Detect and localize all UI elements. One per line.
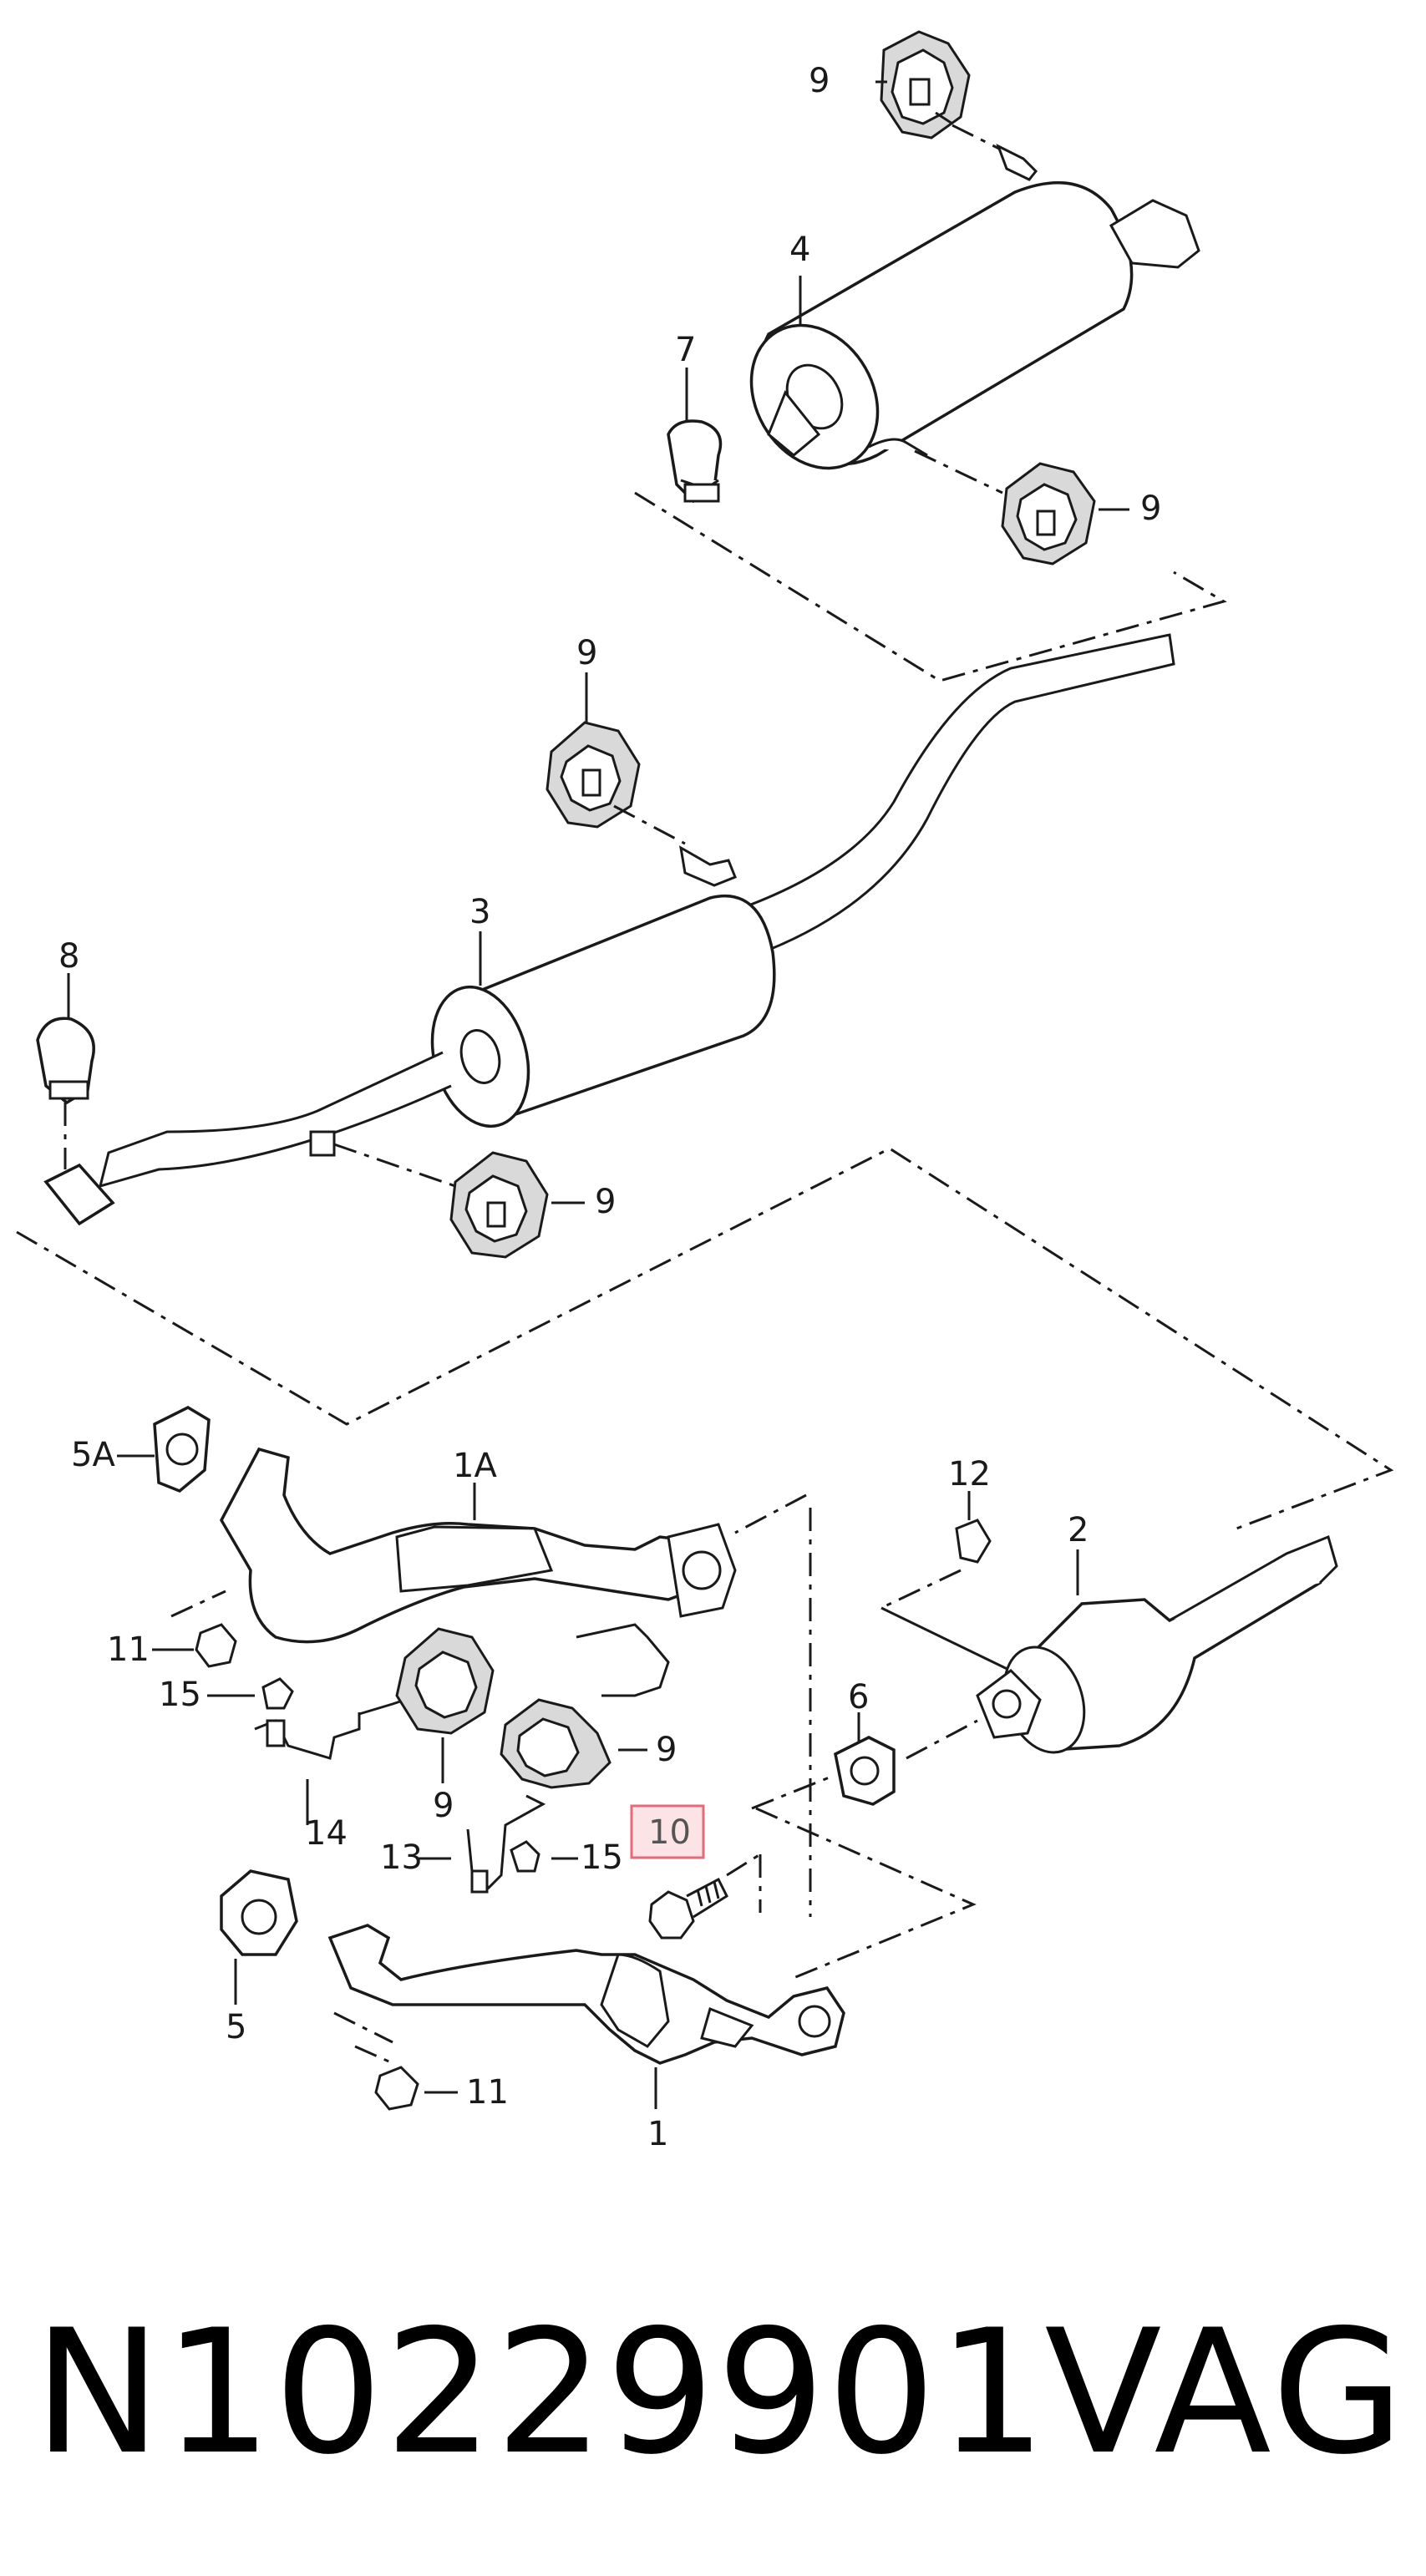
mounting-rubber-front-b — [500, 1698, 612, 1789]
clamp-rear — [667, 419, 723, 504]
gasket-5a — [153, 1406, 211, 1493]
exhaust-system-exploded-diagram: 9 4 7 9 9 3 8 9 5A 1A 12 2 11 15 9 9 6 1… — [16, 30, 1394, 2153]
clamp-middle — [36, 1017, 95, 1105]
nut-11-left — [195, 1623, 237, 1668]
part-caption: N10229901 VAG — [0, 2289, 1426, 2497]
nut-11-bottom — [374, 2066, 419, 2111]
callout-9-top: 9 — [809, 62, 830, 100]
rear-silencer — [749, 181, 1200, 470]
callout-9-mid: 9 — [576, 634, 597, 672]
bracket-14 — [254, 1712, 361, 1760]
callout-11-left: 11 — [107, 1630, 150, 1669]
callout-9-front-b: 9 — [656, 1731, 677, 1769]
gasket-6 — [834, 1736, 896, 1806]
brand-name: VAG — [1044, 2294, 1408, 2492]
rear-silencer-group — [634, 30, 1227, 682]
gasket-5 — [220, 1869, 298, 1956]
callout-2: 2 — [1068, 1511, 1089, 1549]
callout-12: 12 — [948, 1455, 991, 1493]
mounting-rubber-center — [449, 1151, 549, 1259]
callout-5: 5 — [226, 2008, 246, 2046]
callout-9-front-a: 9 — [433, 1787, 454, 1825]
callout-9-rear: 9 — [1140, 489, 1161, 528]
callout-4: 4 — [789, 231, 810, 269]
callout-3: 3 — [469, 893, 490, 931]
bracket-13 — [466, 1794, 546, 1894]
callout-1: 1 — [647, 2115, 668, 2153]
callout-7: 7 — [675, 331, 696, 369]
callout-6: 6 — [848, 1678, 869, 1716]
callout-13: 13 — [380, 1838, 423, 1877]
callout-8: 8 — [58, 937, 79, 976]
nut-15-right — [510, 1840, 540, 1873]
callout-15-right: 15 — [581, 1838, 623, 1877]
callout-9-center: 9 — [595, 1183, 616, 1221]
part-number: N10229901 — [33, 2294, 1048, 2492]
nut-12 — [955, 1519, 992, 1564]
front-pipe-1a — [219, 1447, 737, 1644]
mounting-rubber-rear — [1001, 462, 1096, 565]
bolt-10 — [648, 1877, 728, 1940]
callout-5a: 5A — [71, 1436, 115, 1474]
mounting-rubber-front-a — [395, 1627, 495, 1735]
mounting-rubber-middle — [546, 721, 641, 829]
callout-11-bottom: 11 — [466, 2073, 509, 2112]
middle-silencer-group — [16, 633, 1394, 1530]
front-pipe-1 — [327, 1924, 845, 2065]
callout-14: 14 — [305, 1814, 348, 1853]
middle-silencer — [430, 894, 776, 1128]
callout-15-left: 15 — [159, 1676, 201, 1714]
front-pipe-group — [117, 1406, 1338, 2111]
callout-10: 10 — [648, 1813, 691, 1852]
callout-1a: 1A — [453, 1447, 497, 1485]
nut-15-left — [261, 1677, 294, 1710]
catalytic-converter — [976, 1534, 1338, 1754]
mounting-rubber-top — [880, 30, 971, 139]
highlight-box-10 — [630, 1804, 705, 1859]
